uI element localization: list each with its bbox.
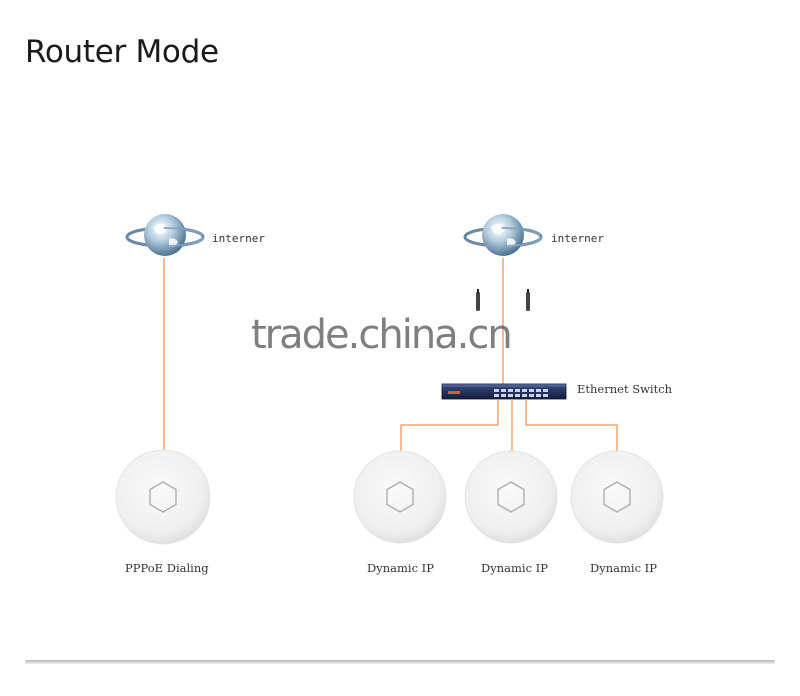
access-point-icon <box>353 450 447 544</box>
access-point-icon <box>464 450 558 544</box>
ap-label-right-2: Dynamic IP <box>481 561 548 575</box>
globe-icon <box>463 214 543 256</box>
antenna-icon <box>526 289 530 311</box>
internet-label-left: interner <box>212 232 265 245</box>
ethernet-switch-icon <box>441 383 567 400</box>
ap-label-right-3: Dynamic IP <box>590 561 657 575</box>
right-network: interner Ethernet S <box>353 214 673 575</box>
page-title: Router Mode <box>25 34 219 70</box>
access-point-icon <box>570 450 664 544</box>
ap-label-right-1: Dynamic IP <box>367 561 434 575</box>
antenna-icon <box>476 289 480 311</box>
ap-label-left: PPPoE Dialing <box>125 561 209 575</box>
watermark: trade.china.cn <box>251 312 511 358</box>
cable-switch-ap-1 <box>400 399 499 452</box>
cable-switch-ap-3 <box>525 399 618 452</box>
switch-label: Ethernet Switch <box>577 382 673 396</box>
internet-label-right: interner <box>551 232 604 245</box>
bottom-divider <box>25 660 775 664</box>
left-network: interner PPPoE Dialing <box>115 214 265 575</box>
globe-icon <box>125 214 205 256</box>
access-point-icon <box>115 449 211 545</box>
